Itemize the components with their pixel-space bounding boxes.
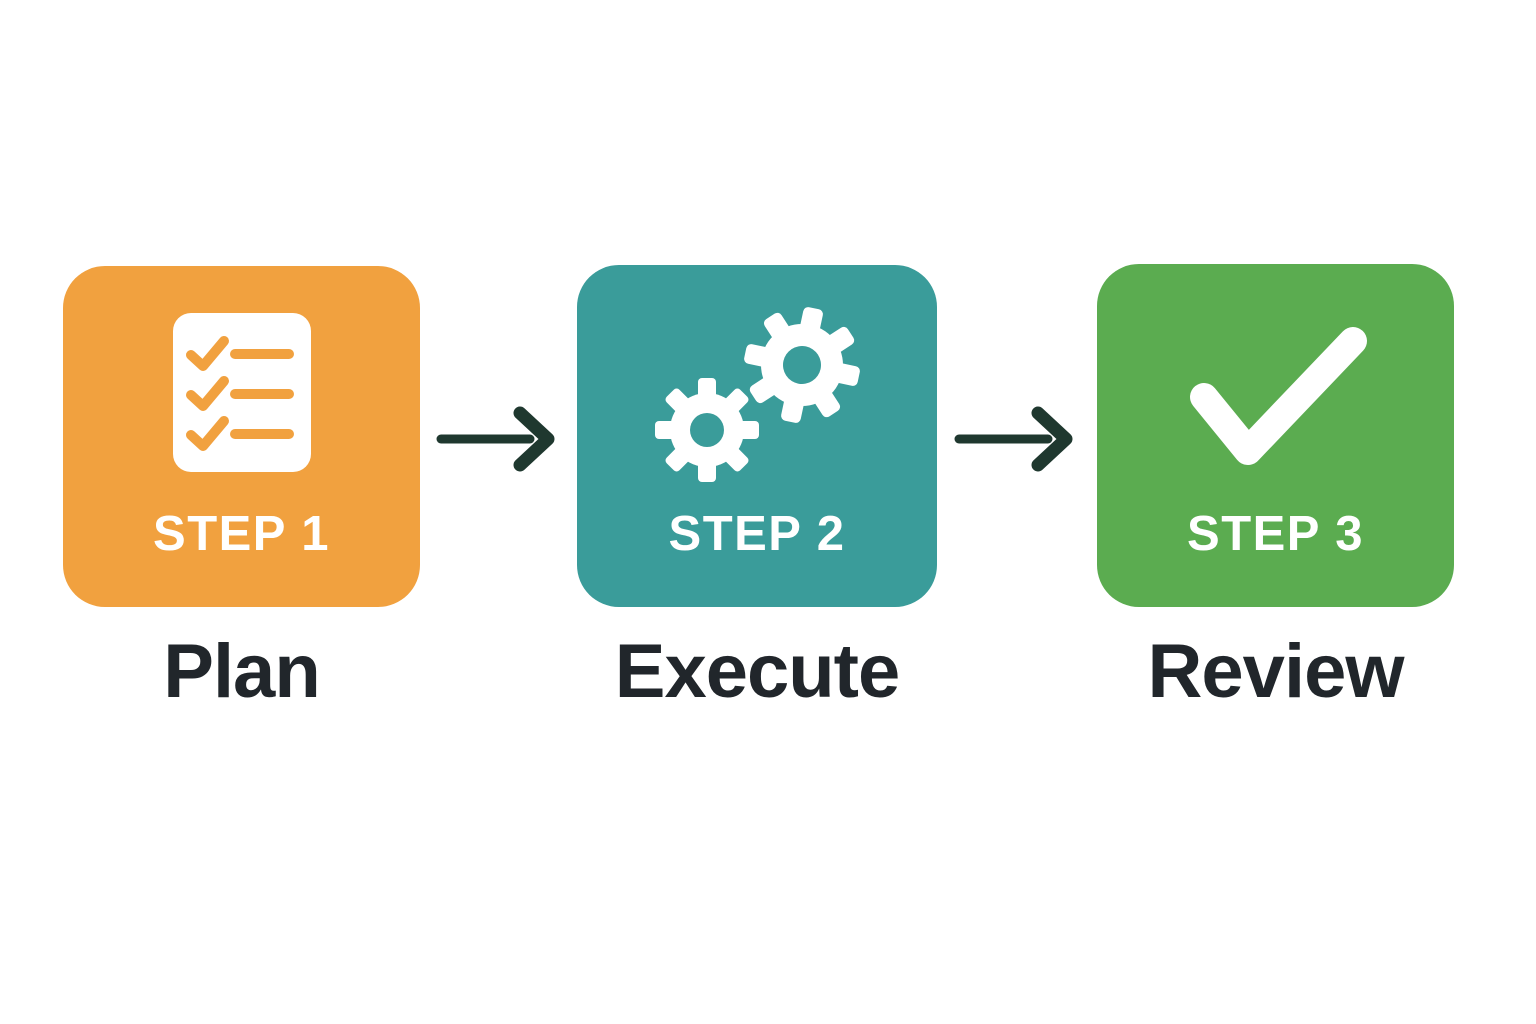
gears-icon (655, 307, 860, 482)
step-card-review: STEP 3 (1097, 264, 1454, 607)
step-card-plan: STEP 1 (63, 266, 420, 607)
step-label-plan: Plan (163, 629, 321, 714)
step-badge: STEP 1 (153, 507, 330, 561)
checkmark-icon (1190, 327, 1367, 465)
step-label-execute: Execute (614, 629, 901, 714)
checklist-icon-marks (186, 336, 294, 451)
step-badge: STEP 2 (668, 507, 846, 561)
step-label-review: Review (1147, 629, 1405, 714)
step-card-execute: STEP 2 (577, 265, 937, 607)
arrow-right-icon (954, 406, 1073, 472)
step-badge: STEP 3 (1187, 507, 1364, 561)
arrow-right-icon (436, 406, 555, 472)
checklist-icon (173, 313, 311, 472)
